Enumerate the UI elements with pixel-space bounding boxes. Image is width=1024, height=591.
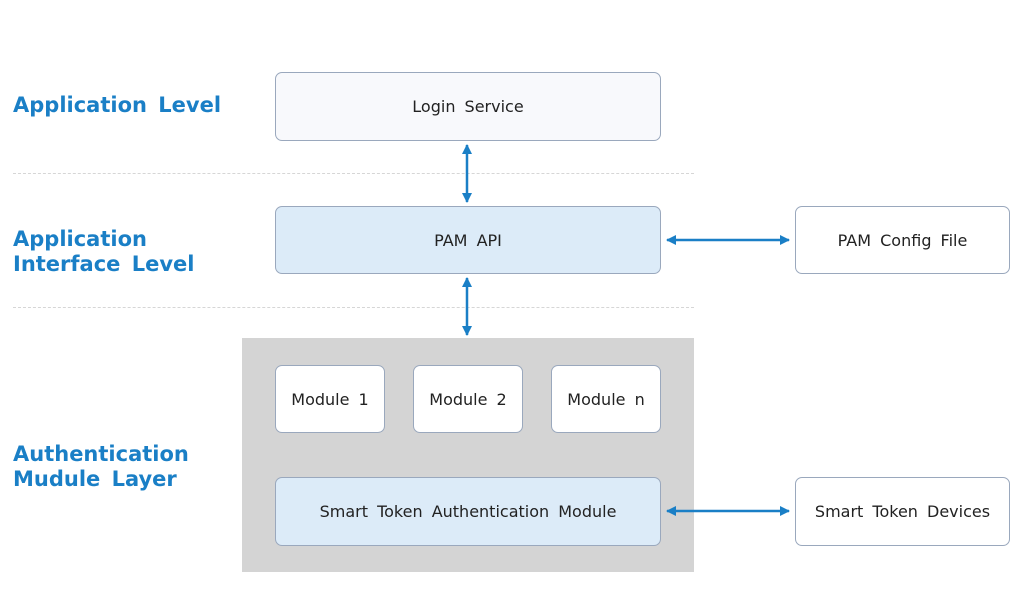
pam-api-box: PAM API <box>275 206 661 274</box>
level-divider-bottom <box>13 307 694 308</box>
module-n-label: Module n <box>567 389 645 409</box>
level-label-module: Authentication Mudule Layer <box>13 442 189 492</box>
login-service-label: Login Service <box>412 97 524 116</box>
level-label-interface: Application Interface Level <box>13 227 194 277</box>
level-label-application-text: Application Level <box>13 93 222 117</box>
module-n-box: Module n <box>551 365 661 433</box>
level-divider-top <box>13 173 694 174</box>
smart-token-module-label: Smart Token Authentication Module <box>319 502 617 521</box>
level-label-application: Application Level <box>13 93 221 118</box>
smart-token-module-box: Smart Token Authentication Module <box>275 477 661 546</box>
module-2-box: Module 2 <box>413 365 523 433</box>
module-1-box: Module 1 <box>275 365 385 433</box>
level-label-interface-line2: Interface Level <box>13 252 195 276</box>
module-1-label: Module 1 <box>291 389 369 409</box>
pam-config-file-label: PAM Config File <box>837 230 968 250</box>
pam-config-file-box: PAM Config File <box>795 206 1010 274</box>
smart-token-devices-label: Smart Token Devices <box>814 502 991 521</box>
level-label-module-line1: Authentication <box>13 442 189 466</box>
pam-api-label: PAM API <box>434 230 502 250</box>
level-label-module-line2: Mudule Layer <box>13 467 177 491</box>
login-service-box: Login Service <box>275 72 661 141</box>
module-2-label: Module 2 <box>429 389 507 409</box>
level-label-interface-line1: Application <box>13 227 147 251</box>
smart-token-devices-box: Smart Token Devices <box>795 477 1010 546</box>
